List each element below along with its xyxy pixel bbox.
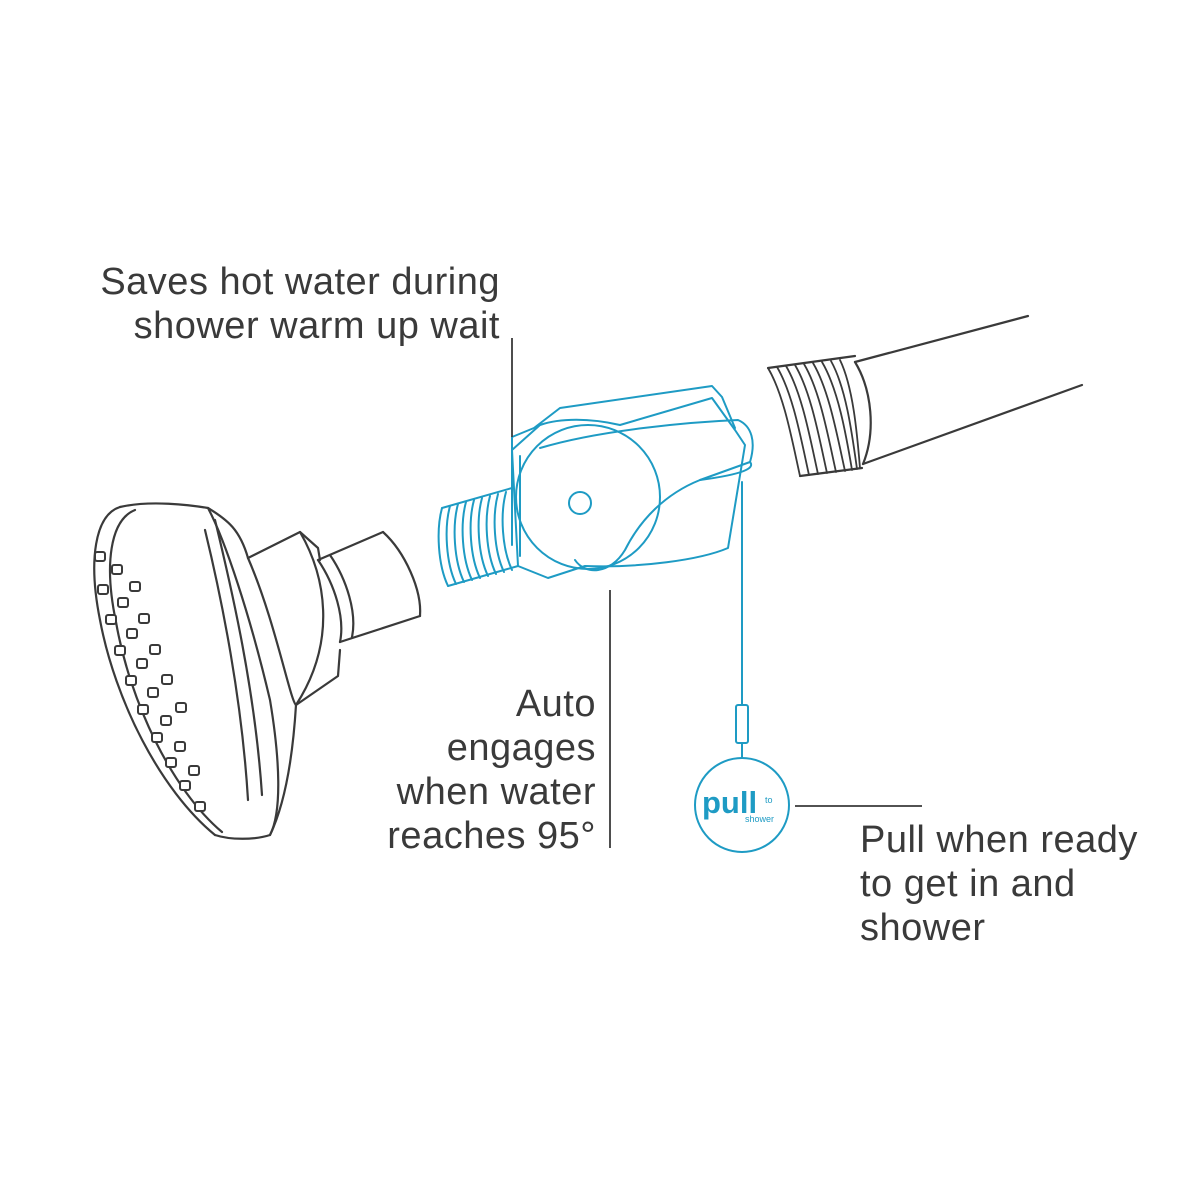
valve-threads bbox=[437, 487, 519, 587]
callout-auto-line: Auto bbox=[515, 683, 596, 725]
callout-auto-line: when water bbox=[396, 771, 596, 813]
pull-tag[interactable]: pull to shower bbox=[694, 757, 790, 853]
callout-auto-engages: Auto engages when water reaches 95° bbox=[320, 682, 596, 858]
callout-pull-line: shower bbox=[860, 907, 986, 949]
callout-saves-line: Saves hot water during bbox=[100, 261, 500, 303]
shutoff-valve bbox=[437, 385, 754, 759]
leader-lines bbox=[511, 338, 922, 848]
shower-arm-pipe bbox=[766, 314, 1084, 478]
pull-tag-main: pull bbox=[702, 785, 757, 820]
callout-auto-line: engages bbox=[446, 727, 596, 769]
shower-head bbox=[93, 502, 422, 840]
callout-pull-line: to get in and bbox=[860, 863, 1076, 905]
valve-pivot bbox=[568, 491, 592, 515]
pull-tag-small-bottom: shower bbox=[745, 814, 774, 824]
callout-auto-line: reaches 95° bbox=[387, 815, 596, 857]
callout-saves-line: shower warm up wait bbox=[133, 305, 500, 347]
callout-pull-line: Pull when ready bbox=[860, 819, 1138, 861]
pull-tag-small-top: to bbox=[765, 795, 773, 805]
callout-pull-when-ready: Pull when ready to get in and shower bbox=[860, 818, 1138, 950]
shower-nozzles bbox=[94, 551, 206, 812]
cord-clip bbox=[735, 704, 749, 744]
callout-saves-hot-water: Saves hot water during shower warm up wa… bbox=[60, 260, 500, 348]
pipe-threads bbox=[767, 359, 861, 477]
